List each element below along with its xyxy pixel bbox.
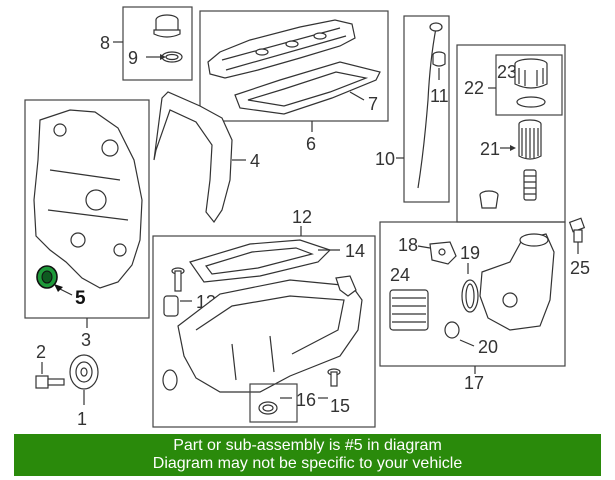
- oil-filter-cap-seal-part: [516, 96, 546, 108]
- cooler-oring-part: [444, 321, 460, 339]
- callout-19: 19: [460, 243, 480, 263]
- callout-23: 23: [497, 62, 517, 82]
- callout-1: 1: [77, 409, 87, 429]
- oil-filter-cap-part: [514, 58, 548, 89]
- group-oil-pan: 12 14 13: [152, 207, 376, 428]
- dipstick-tube-seal-part: [432, 51, 446, 67]
- camshaft-cover-gasket-part: [234, 61, 381, 115]
- oil-cap-part: [153, 14, 181, 38]
- oil-pump-pickup-part: [163, 295, 192, 317]
- crank-bolt-part: [35, 375, 65, 389]
- callout-7: 7: [368, 94, 378, 114]
- front-cover-gasket-part: [153, 91, 233, 224]
- oil-filter-drain-part: [479, 190, 499, 209]
- callout-16: 16: [296, 390, 316, 410]
- group-oil-cap: 8 9: [100, 6, 193, 81]
- banner-line-1: Part or sub-assembly is #5 in diagram: [173, 437, 442, 454]
- drain-plug-gasket-part: [249, 383, 298, 423]
- oil-cooler-part: [389, 289, 429, 331]
- callout-6: 6: [306, 134, 316, 154]
- dipstick-handle-part: [429, 22, 443, 32]
- group-box-10: [403, 15, 450, 203]
- callout-9: 9: [128, 48, 138, 68]
- oil-pressure-sensor-part: [568, 217, 586, 243]
- dipstick-part: [417, 27, 437, 189]
- group-dipstick: 10 11: [375, 15, 450, 203]
- group-oil-filter: 17 22 23 21 18: [379, 44, 566, 393]
- oil-pan-baffle-part: [335, 275, 357, 297]
- callout-22: 22: [464, 78, 484, 98]
- callout-5: 5: [75, 288, 86, 309]
- group-crank-pulley: 2 1: [35, 342, 99, 429]
- group-timing-cover: 3 5: [24, 99, 150, 350]
- oil-pan-seal-part: [162, 369, 178, 391]
- group-box-17-upper: [456, 44, 566, 223]
- group-oil-pressure-sensor: 25: [568, 217, 590, 278]
- callout-11: 11: [430, 86, 449, 106]
- group-box-12: [152, 235, 376, 428]
- crank-pulley-part: [69, 354, 99, 390]
- parts-diagram: 8 9 6 7: [24, 6, 590, 429]
- camshaft-cover-part: [207, 19, 356, 79]
- filter-bypass-valve-part: [523, 169, 537, 201]
- oil-pan-part: [177, 279, 363, 393]
- group-box-6: [199, 10, 389, 122]
- callout-25: 25: [570, 258, 590, 278]
- callout-21: 21: [480, 139, 500, 159]
- crankshaft-front-seal-highlighted: [36, 265, 58, 289]
- callout-18: 18: [398, 235, 418, 255]
- oil-cooler-gasket-part: [429, 241, 457, 265]
- callout-14: 14: [345, 241, 365, 261]
- callout-12: 12: [292, 207, 312, 227]
- group-box-8: [122, 6, 193, 81]
- callout-4: 4: [250, 151, 260, 171]
- callout-15: 15: [330, 396, 350, 416]
- adapter-seal-part: [461, 279, 479, 313]
- callout-20: 20: [478, 337, 498, 357]
- banner-line-2: Diagram may not be specific to your vehi…: [152, 455, 463, 472]
- oil-filter-part: [518, 119, 542, 160]
- callout-10: 10: [375, 149, 395, 169]
- callout-3: 3: [81, 330, 91, 350]
- oil-pan-gasket-part: [189, 239, 332, 283]
- group-camshaft-cover: 6 7: [199, 10, 389, 154]
- group-front-cover-gasket: 4: [153, 91, 260, 224]
- group-box-22: [495, 54, 563, 116]
- callout-24: 24: [390, 265, 410, 285]
- callout-2: 2: [36, 342, 46, 362]
- callout-17: 17: [464, 373, 484, 393]
- oil-pan-bolt-part: [171, 267, 185, 292]
- callout-8: 8: [100, 33, 110, 53]
- info-banner: Part or sub-assembly is #5 in diagram Di…: [14, 434, 601, 476]
- oil-filter-housing-part: [479, 233, 555, 331]
- oil-drain-plug-part: [327, 368, 341, 387]
